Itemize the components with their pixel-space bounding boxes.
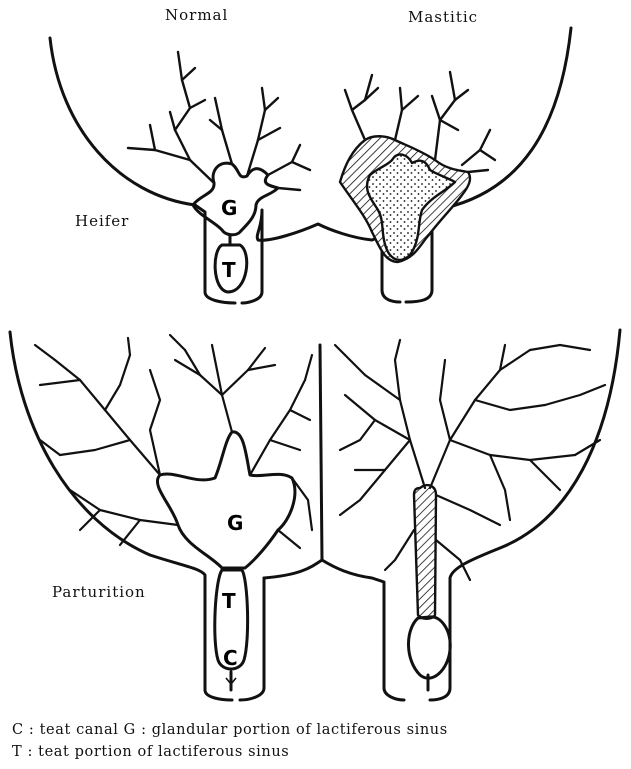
heifer-udder-outline xyxy=(50,28,571,303)
parturition-c-label: C xyxy=(223,646,238,670)
heifer-normal-ducts xyxy=(128,52,310,190)
parturition-label: Parturition xyxy=(52,583,146,601)
parturition-t-label: T xyxy=(222,589,236,613)
normal-label: Normal xyxy=(165,6,228,24)
heifer-t-label: T xyxy=(222,258,236,282)
heifer-g-label: G xyxy=(221,196,237,220)
heifer-label: Heifer xyxy=(75,212,129,230)
heifer-mastitic-sinus xyxy=(340,136,470,262)
legend-line-2: T : teat portion of lactiferous sinus xyxy=(12,744,289,760)
teat-canal-arrow xyxy=(226,668,236,684)
legend-line-1: C : teat canal G : glandular portion of … xyxy=(12,722,448,738)
mastitic-label: Mastitic xyxy=(408,8,478,26)
parturition-udder-outline xyxy=(10,330,620,700)
parturition-mastitic-sinus xyxy=(408,485,450,690)
parturition-mastitic-ducts xyxy=(335,340,605,580)
parturition-g-label: G xyxy=(227,511,243,535)
